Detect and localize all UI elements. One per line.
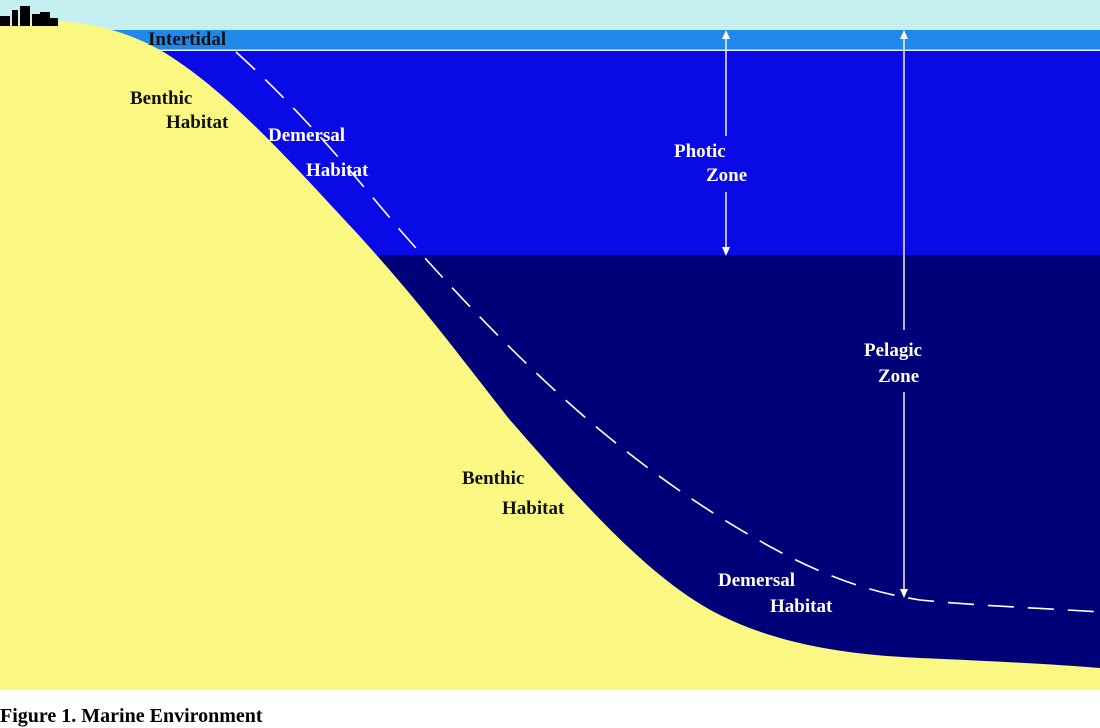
benthic-habitat-upper-label-line2: Habitat [166,112,229,133]
demersal-boundary-dashed [235,51,1100,613]
seabed-slope [0,20,1100,690]
shoreline-buildings-icon [0,6,58,26]
benthic-habitat-lower-label-line1: Benthic [462,468,524,489]
demersal-habitat-lower-label-line2: Habitat [770,596,833,617]
photic-zone-label-line1: Photic [674,141,726,162]
benthic-habitat-lower-label-line2: Habitat [502,498,565,519]
demersal-habitat-lower-label-line1: Demersal [718,570,795,591]
photic-zone-label-line2: Zone [706,165,747,186]
pelagic-zone-label-line1: Pelagic [864,340,922,361]
sky [0,0,1100,30]
demersal-habitat-upper-label-line1: Demersal [268,125,345,146]
figure-caption: Figure 1. Marine Environment [0,705,263,727]
benthic-habitat-upper-label-line1: Benthic [130,88,192,109]
demersal-habitat-upper-label-line2: Habitat [306,160,369,181]
marine-diagram: Intertidal Benthic Habitat Demersal Habi… [0,0,1100,690]
intertidal-water-band [0,30,1100,50]
photic-zone-arrow [722,30,730,256]
intertidal-label: Intertidal [148,29,226,50]
pelagic-zone-label-line2: Zone [878,366,919,387]
pelagic-zone-arrow [900,30,908,598]
